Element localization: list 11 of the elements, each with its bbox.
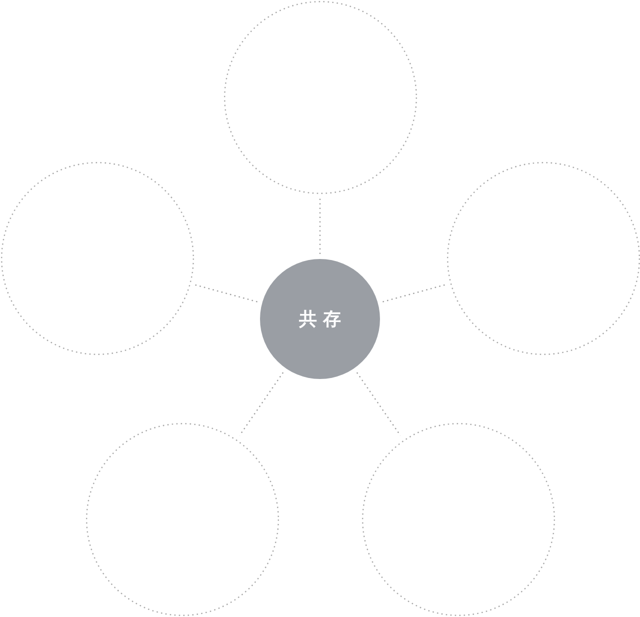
connector-line [356, 372, 401, 436]
dotted-circle [0, 162, 194, 354]
hub-circle: 共存 [260, 259, 380, 379]
connector-line [319, 198, 321, 254]
dotted-circle [86, 422, 278, 616]
dotted-circle [224, 0, 416, 194]
connector-line [382, 284, 446, 302]
connector-line [239, 372, 284, 436]
connector-line [194, 284, 258, 302]
dotted-circle [362, 422, 554, 616]
dotted-circle [446, 162, 640, 354]
